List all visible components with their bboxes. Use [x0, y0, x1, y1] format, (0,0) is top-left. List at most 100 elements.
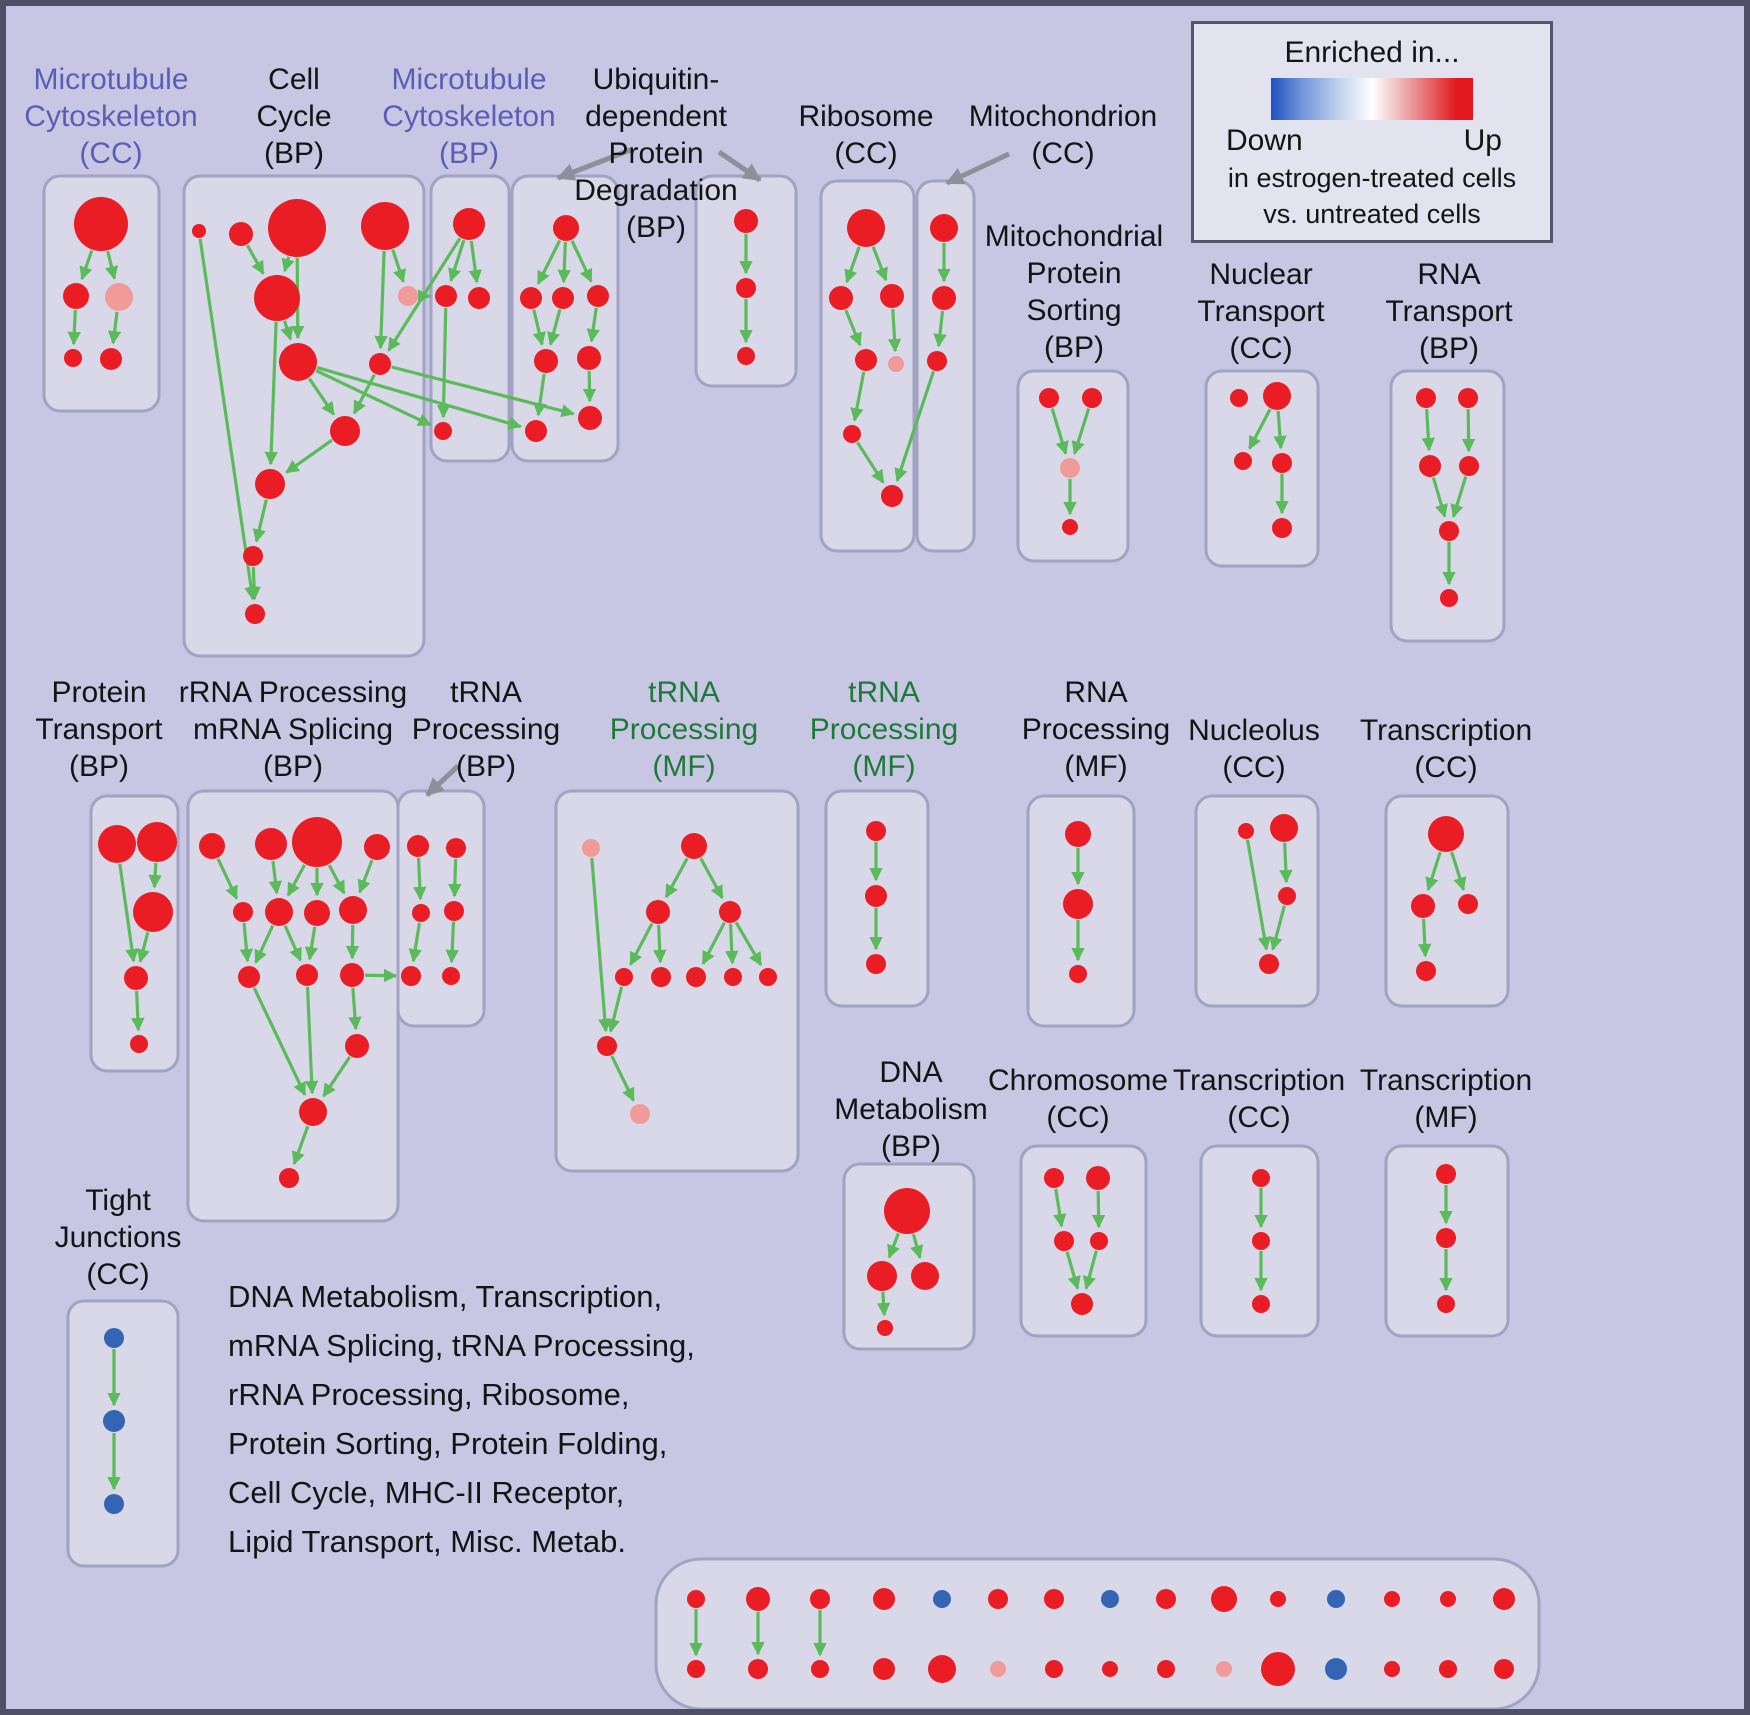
edge-arrow [468, 240, 482, 284]
node-misc-collection-22 [1102, 1661, 1118, 1677]
edge-arrow [582, 370, 597, 403]
edge-arrow [357, 859, 374, 894]
node-rrna-mrna-8 [238, 966, 260, 988]
node-trna-mf-2-2 [866, 954, 886, 974]
legend-down-label: Down [1226, 124, 1303, 157]
node-trna-mf-2-1 [865, 885, 887, 907]
node-misc-collection-17 [811, 1660, 829, 1678]
node-misc-collection-27 [1384, 1661, 1400, 1677]
node-mito-sorting-3 [1062, 519, 1078, 535]
edge-arrow [283, 925, 302, 962]
node-misc-collection-4 [933, 1590, 951, 1608]
node-chromosome-1 [1086, 1166, 1110, 1190]
node-cell-cycle-8 [330, 416, 360, 446]
node-ubiquitin-bp-7 [578, 406, 602, 430]
node-transcription-mf-0 [1436, 1164, 1456, 1184]
node-cell-cycle-1 [229, 222, 253, 246]
edge-arrow [304, 986, 319, 1095]
edge-arrow [887, 308, 902, 353]
node-ribosome-cc-2 [880, 284, 904, 308]
node-ubiquitin-bp-2 [552, 287, 574, 309]
edge-arrow [844, 246, 861, 284]
node-nucleolus-3 [1259, 954, 1279, 974]
node-rrna-mrna-0 [199, 833, 225, 859]
node-microtubule-bp-3 [434, 422, 452, 440]
edge-arrow [216, 857, 239, 900]
node-ubiquitin-bp-2-1 [736, 278, 756, 298]
node-misc-collection-26 [1325, 1658, 1347, 1680]
node-cell-cycle-10 [243, 546, 263, 566]
node-trna-mf-1-3 [719, 901, 741, 923]
edge-arrow [1461, 408, 1476, 453]
node-misc-collection-8 [1156, 1589, 1176, 1609]
node-trna-mf-1-10 [630, 1104, 650, 1124]
node-misc-collection-29 [1494, 1659, 1514, 1679]
node-trna-mf-1-1 [681, 833, 707, 859]
node-trna-bp-4 [401, 966, 421, 986]
node-mito-sorting-1 [1082, 388, 1102, 408]
node-microtubule-cc-3 [64, 349, 82, 367]
edge-arrow [445, 921, 459, 964]
legend-gradient-bar [1271, 78, 1473, 120]
edge-arrow [316, 366, 522, 430]
edge-arrow [307, 377, 336, 416]
node-rna-transport-3 [1459, 456, 1479, 476]
node-nuclear-transport-1 [1263, 382, 1291, 410]
edge-arrow [1071, 408, 1091, 455]
node-misc-collection-18 [873, 1658, 895, 1680]
node-transcription-cc-2-2 [1458, 894, 1478, 914]
node-transcription-cc-2-0 [1428, 816, 1464, 852]
legend: Enriched in... Down Up in estrogen-treat… [1191, 21, 1553, 243]
node-rna-transport-1 [1458, 388, 1478, 408]
node-chromosome-4 [1071, 1293, 1093, 1315]
box-trna-bp [396, 789, 486, 1028]
node-rrna-mrna-10 [340, 963, 364, 987]
edge-arrow [1053, 1188, 1067, 1228]
node-tight-junctions-2 [104, 1494, 124, 1514]
edge-arrow [448, 858, 462, 898]
node-transcription-cc-2-1 [1411, 894, 1435, 918]
node-microtubule-cc-4 [100, 348, 122, 370]
node-nucleolus-2 [1278, 887, 1296, 905]
node-nucleolus-1 [1270, 814, 1298, 842]
node-mito-sorting-0 [1039, 388, 1059, 408]
edge-arrow [107, 311, 122, 345]
edge-arrow [1273, 410, 1287, 450]
node-rrna-mrna-9 [296, 964, 318, 986]
edge-arrow [254, 924, 275, 964]
edge-arrow [327, 864, 346, 895]
node-misc-collection-14 [1493, 1588, 1515, 1610]
edge-arrow [131, 990, 145, 1032]
node-misc-collection-3 [873, 1588, 895, 1610]
edge-arrow [1248, 408, 1272, 450]
node-misc-collection-20 [990, 1661, 1006, 1677]
node-protein-transport-0 [98, 825, 136, 863]
edge-arrow [1050, 408, 1069, 455]
node-cell-cycle-6 [279, 343, 317, 381]
edge-arrow [348, 987, 362, 1031]
legend-up-label: Up [1463, 124, 1502, 157]
box-microtubule-bp [429, 174, 511, 463]
node-mitochondrion-cc-0 [930, 214, 958, 242]
edge-arrow [1245, 839, 1272, 951]
node-mitochondrion-cc-2 [927, 351, 947, 371]
node-misc-collection-12 [1384, 1591, 1400, 1607]
node-rna-processing-mf-1 [1063, 889, 1093, 919]
node-cell-cycle-0 [192, 224, 206, 238]
edge-arrow [391, 365, 575, 418]
node-rrna-mrna-13 [279, 1168, 299, 1188]
node-ribosome-cc-0 [847, 209, 885, 247]
edge-arrow [285, 438, 333, 474]
node-rna-transport-2 [1419, 455, 1441, 477]
node-misc-collection-10 [1270, 1591, 1286, 1607]
node-misc-collection-6 [1044, 1589, 1064, 1609]
node-misc-collection-16 [748, 1659, 768, 1679]
node-dna-metabolism-0 [884, 1188, 930, 1234]
edge-arrow [1065, 1251, 1081, 1290]
edge-arrow [533, 373, 547, 417]
edge-arrow [118, 863, 139, 963]
node-dna-metabolism-2 [911, 1262, 939, 1290]
edge-arrow [1418, 918, 1432, 958]
node-misc-collection-9 [1211, 1586, 1237, 1612]
edge-arrow [268, 860, 283, 895]
